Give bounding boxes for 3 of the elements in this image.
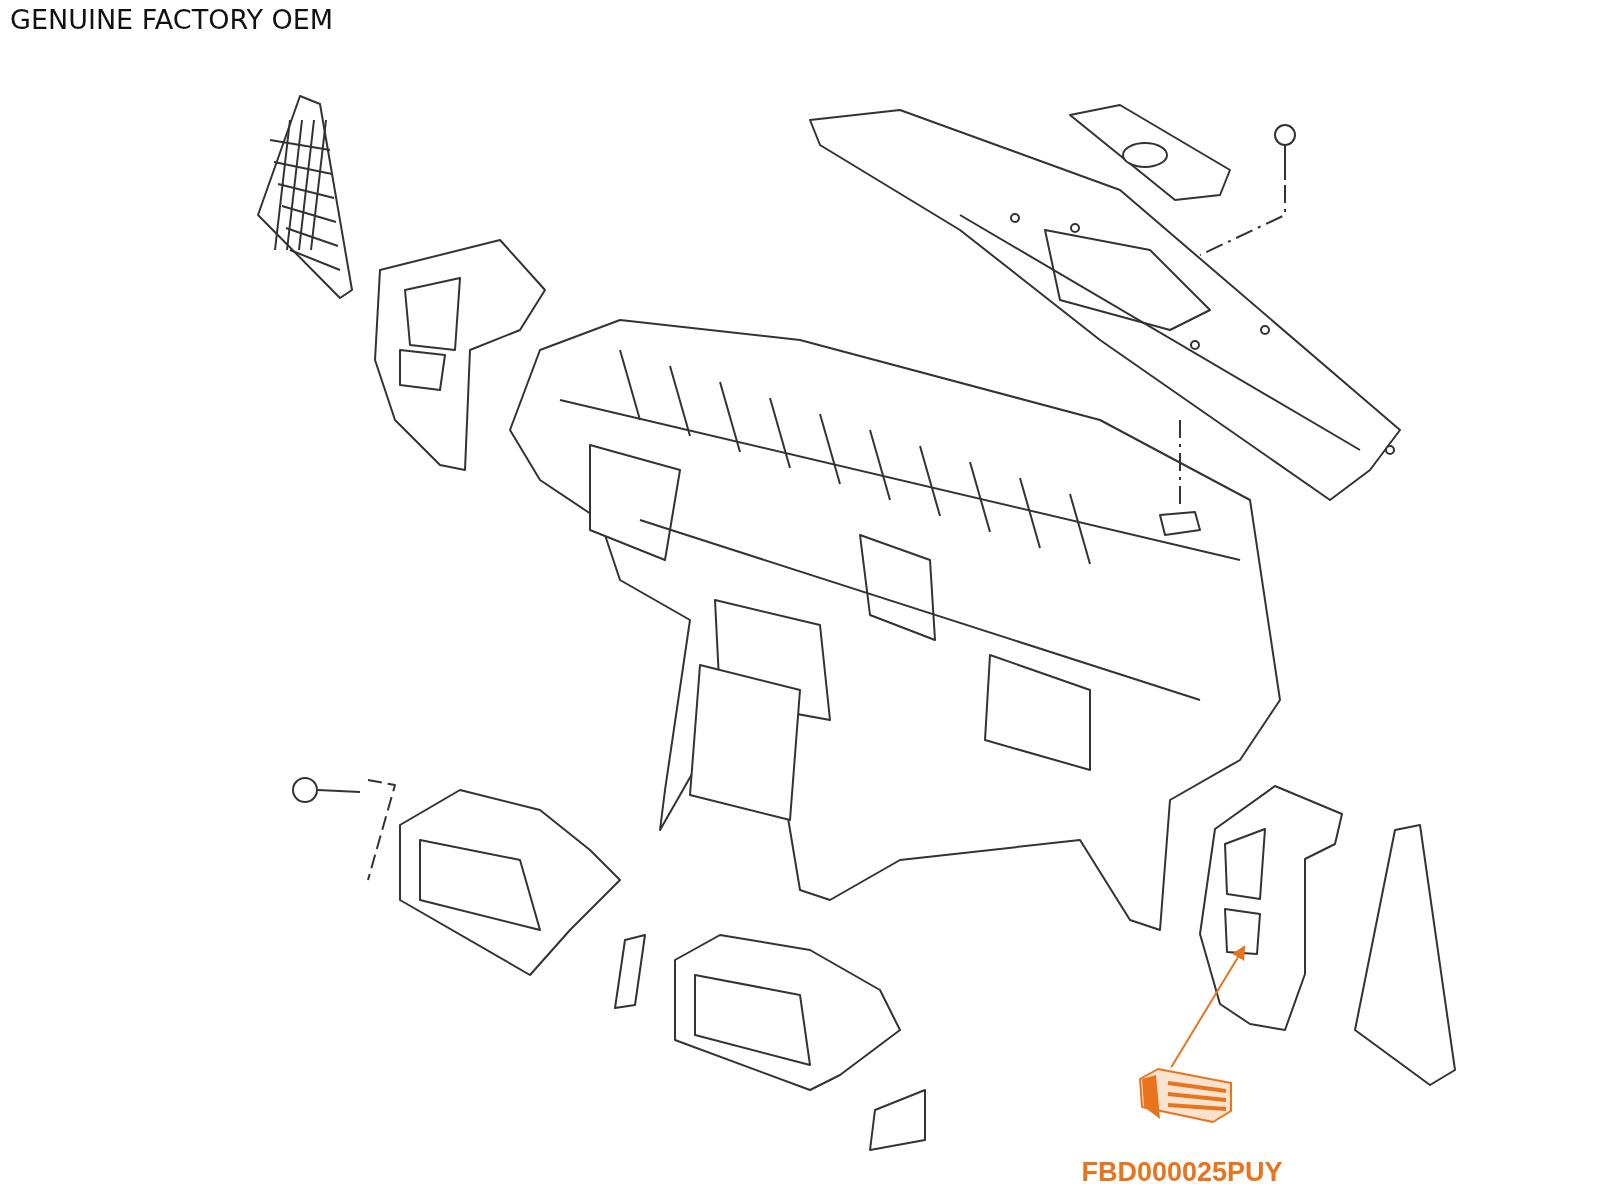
leader-arrow (1170, 945, 1246, 1069)
heading-text: GENUINE FACTORY OEM (10, 4, 334, 35)
part-number: FBD000025PUY (1080, 1157, 1284, 1188)
